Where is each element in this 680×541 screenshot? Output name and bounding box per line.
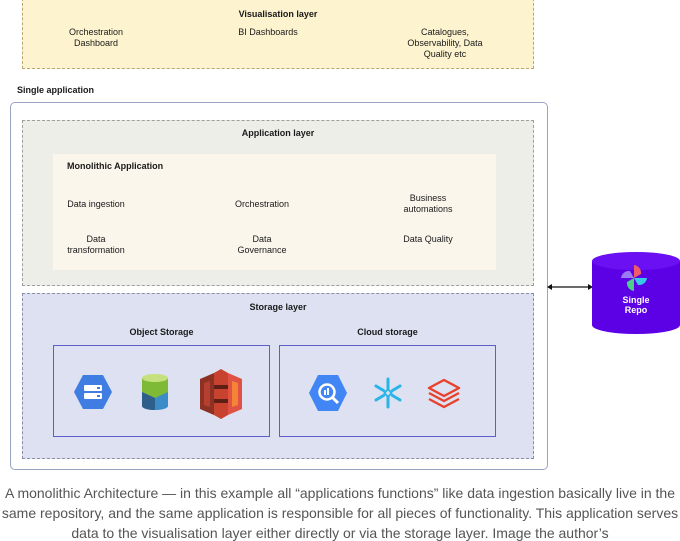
single-application-label: Single application <box>17 85 95 95</box>
google-cloud-storage-icon <box>74 375 112 409</box>
databricks-icon <box>427 378 461 409</box>
function-business-automations: Business automations <box>403 193 453 214</box>
azure-blob-storage-icon <box>142 374 168 410</box>
bigquery-icon <box>309 375 347 411</box>
vis-item-bi-dashboards: BI Dashboards <box>238 27 298 37</box>
object-storage-title: Object Storage <box>129 327 194 337</box>
cloud-storage-box <box>279 345 496 437</box>
function-data-quality: Data Quality <box>403 234 453 244</box>
single-application-container <box>10 102 548 470</box>
function-data-governance: Data Governance <box>237 234 287 255</box>
visualisation-layer <box>22 0 534 69</box>
figure-caption: A monolithic Architecture — in this exam… <box>1 485 679 541</box>
storage-layer-title: Storage layer <box>249 302 307 312</box>
storage-layer <box>22 293 534 459</box>
vis-item-orchestration-dashboard: Orchestration Dashboard <box>68 27 124 48</box>
dagster-pinwheel-icon <box>621 265 647 291</box>
function-data-transformation: Data transformation <box>67 234 125 255</box>
monolithic-application-box <box>53 154 496 270</box>
function-data-ingestion: Data ingestion <box>67 199 125 209</box>
vis-item-catalogues: Catalogues, Observability, Data Quality … <box>407 27 483 59</box>
bidirectional-arrow <box>547 284 593 290</box>
visualisation-layer-title: Visualisation layer <box>238 9 318 19</box>
function-orchestration: Orchestration <box>234 199 290 209</box>
single-repo-cylinder <box>592 252 680 334</box>
snowflake-icon <box>374 377 402 409</box>
single-repo-label: Single Repo <box>622 295 650 315</box>
cloud-storage-title: Cloud storage <box>357 327 418 337</box>
application-layer-title: Application layer <box>241 128 315 138</box>
monolithic-application-title: Monolithic Application <box>67 161 164 171</box>
aws-s3-icon <box>200 369 242 419</box>
object-storage-box <box>53 345 270 437</box>
